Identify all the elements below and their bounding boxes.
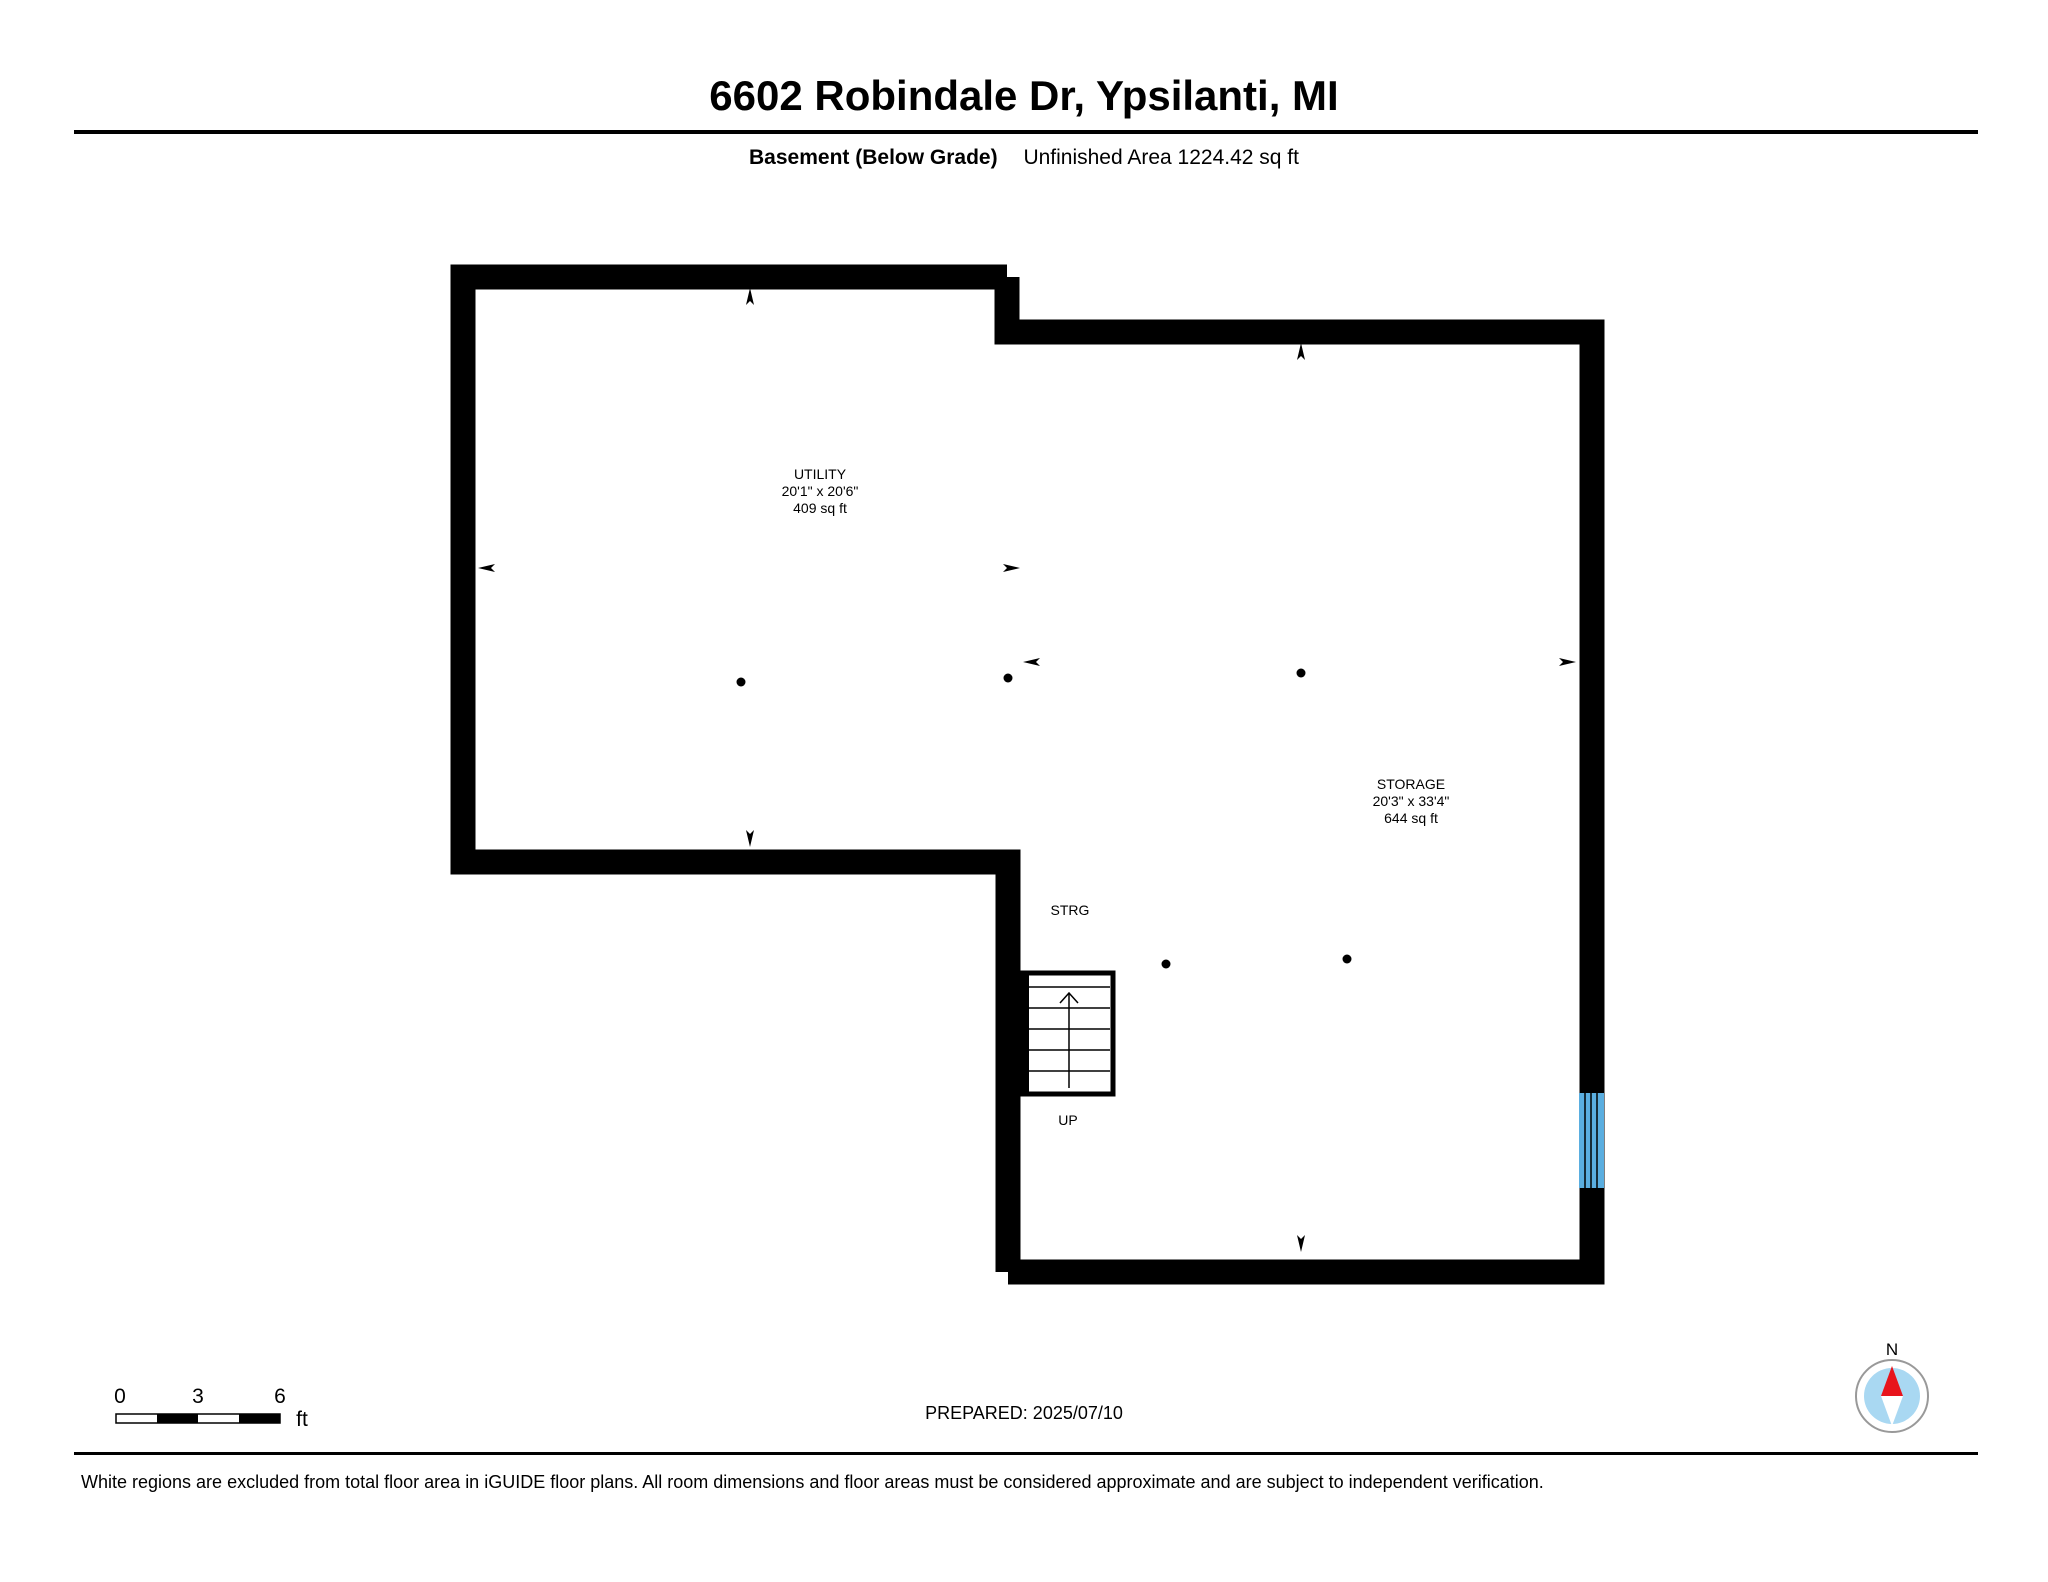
storage-dimensions: 20'3" x 33'4" [1373, 793, 1450, 809]
marker-down-icon [746, 830, 754, 847]
window [1579, 1093, 1604, 1188]
disclaimer: White regions are excluded from total fl… [81, 1472, 1544, 1492]
stairs-up-label: UP [1058, 1112, 1077, 1128]
compass-icon: N [1855, 1340, 1929, 1433]
survey-points [736, 668, 1352, 969]
walls [450, 264, 1605, 1285]
utility-area: 409 sq ft [793, 500, 847, 516]
strg-name: STRG [1051, 902, 1090, 918]
storage-wall [994, 277, 1605, 1285]
scale-tick-3: 3 [192, 1385, 204, 1408]
utility-name: UTILITY [794, 466, 847, 482]
footer-rule [74, 1452, 1978, 1455]
header-rule [74, 130, 1978, 134]
dimension-markers [478, 288, 1576, 1252]
scale-bar: 0 3 6 ft [114, 1385, 308, 1431]
marker-right-icon [1559, 658, 1576, 666]
area-summary: Unfinished Area 1224.42 sq ft [1023, 146, 1299, 169]
property-address: 6602 Robindale Dr, Ypsilanti, MI [709, 72, 1339, 119]
marker-right-icon [1003, 564, 1020, 572]
utility-wall [450, 264, 1021, 1272]
marker-left-icon [478, 564, 495, 572]
compass-needle-south [1881, 1396, 1903, 1426]
scale-tick-0: 0 [114, 1385, 126, 1408]
marker-down-icon [1297, 1235, 1305, 1252]
compass-needle-north [1881, 1366, 1903, 1396]
floor-summary: Basement (Below Grade) Unfinished Area 1… [0, 145, 2048, 171]
staircase [1017, 970, 1116, 1097]
marker-up-icon [746, 288, 754, 305]
storage-name: STORAGE [1377, 776, 1445, 792]
scale-unit: ft [296, 1408, 308, 1431]
scale-tick-6: 6 [274, 1385, 286, 1408]
compass-north-label: N [1886, 1340, 1898, 1359]
storage-area: 644 sq ft [1384, 810, 1438, 826]
floor-name: Basement (Below Grade) [749, 146, 998, 169]
marker-left-icon [1023, 658, 1040, 666]
marker-up-icon [1297, 343, 1305, 360]
prepared-date: PREPARED: 2025/07/10 [925, 1403, 1123, 1423]
utility-dimensions: 20'1" x 20'6" [782, 483, 859, 499]
